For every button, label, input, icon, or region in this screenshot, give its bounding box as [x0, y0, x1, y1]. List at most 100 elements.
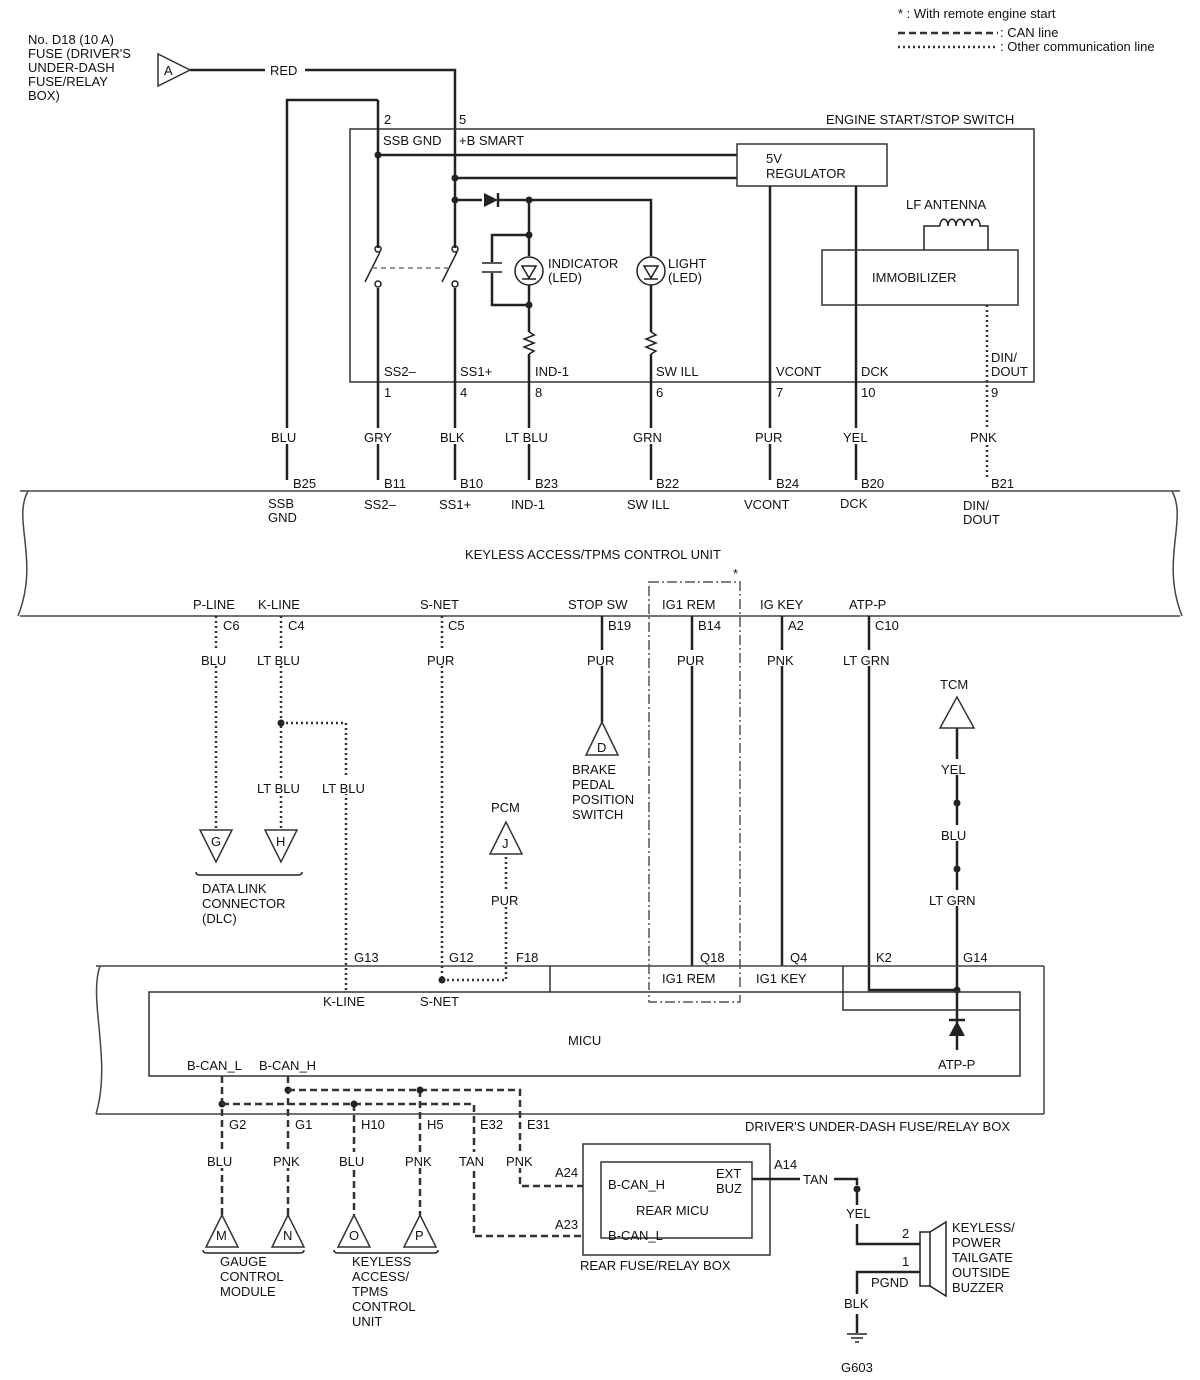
fuse-text-2: FUSE (DRIVER'S: [28, 46, 131, 61]
indicator-resistor-icon: [521, 331, 537, 355]
buzzer-label-4: OUTSIDE: [952, 1265, 1010, 1280]
dlc-label-1: DATA LINK: [202, 881, 267, 896]
keyless-control-unit: SSB GND SS2– SS1+ IND-1 SW ILL VCONT DCK…: [17, 490, 1183, 617]
fuse-text-4: FUSE/RELAY: [28, 74, 108, 89]
bcan-wire-e32: TAN: [459, 1154, 484, 1169]
indicator-led-icon: [514, 256, 544, 286]
micu-block: DRIVER'S UNDER-DASH FUSE/RELAY BOX G13 G…: [95, 950, 1045, 1134]
dlc-label-2: CONNECTOR: [202, 896, 286, 911]
micu-break-left: [95, 965, 103, 1115]
pin-b14: B14: [698, 618, 721, 633]
unit-pin-b21: B21: [991, 476, 1014, 491]
lf-antenna-coil-icon: [939, 218, 984, 227]
switch-pin-b-smart: +B SMART: [459, 133, 524, 148]
dlc-group: G H DATA LINK CONNECTOR (DLC): [195, 829, 303, 926]
unit-label-swill: SW ILL: [627, 497, 670, 512]
brake-label-1: BRAKE: [572, 762, 616, 777]
buzzer-wire-yel: YEL: [846, 1206, 871, 1221]
unit-pin-name-ig1rem: IG1 REM: [662, 597, 715, 612]
regulator-label-1: 5V: [766, 151, 782, 166]
fuse-text-1: No. D18 (10 A): [28, 32, 114, 47]
light-label-2: (LED): [668, 270, 702, 285]
rear-fuse-box: [582, 1143, 771, 1256]
unit-pin-b20: B20: [861, 476, 884, 491]
k-line-to-micu-wire: [281, 721, 348, 992]
tcm-triangle-icon: [938, 695, 976, 729]
bcan-wire-e31: PNK: [506, 1154, 533, 1169]
wire-color-gry: GRY: [364, 430, 392, 445]
switch-contact-1: [364, 251, 381, 283]
connector-o-label: O: [349, 1228, 359, 1243]
pin-c10: C10: [875, 618, 899, 633]
micu-pin-k2: K2: [876, 950, 892, 965]
unit-pin-b23: B23: [535, 476, 558, 491]
switch-pin-5: 5: [459, 112, 466, 127]
gauge-label-1: GAUGE: [220, 1254, 267, 1269]
pin-num-9: 9: [991, 385, 998, 400]
ssb-gnd-wire: [285, 98, 378, 480]
unit-pin-name-stopsw: STOP SW: [568, 597, 628, 612]
bcan-wire-h5: PNK: [405, 1154, 432, 1169]
micu-label-kline: K-LINE: [323, 994, 365, 1009]
bcan-wire-g2: BLU: [207, 1154, 232, 1169]
wire-color-tcm-ltgrn: LT GRN: [929, 893, 975, 908]
connector-h-label: H: [276, 834, 285, 849]
switch-wire-colors: BLU GRY BLK LT BLU GRN PUR YEL PNK B25 B…: [268, 428, 1014, 491]
pin-c4: C4: [288, 618, 305, 633]
unit-label-dck: DCK: [840, 496, 868, 511]
bcan-wire-h10: BLU: [339, 1154, 364, 1169]
unit-pin-name-snet: S-NET: [420, 597, 459, 612]
fuse-feed-wire: [305, 68, 457, 206]
pin-num-10: 10: [861, 385, 875, 400]
rear-pin-a23: A23: [555, 1217, 578, 1232]
keyless2-bracket: [333, 1249, 439, 1254]
pcm-group: PCM J: [488, 800, 524, 855]
bcan-wire-g1: PNK: [273, 1154, 300, 1169]
rear-label-bcan-l: B-CAN_L: [608, 1228, 663, 1243]
light-resistor-icon: [643, 331, 659, 355]
unit-pin-b10: B10: [460, 476, 483, 491]
micu-title: MICU: [568, 1033, 601, 1048]
remote-start-region: [648, 581, 741, 1003]
pin-label-din-1: DIN/: [991, 350, 1017, 365]
micu-pin-q4: Q4: [790, 950, 807, 965]
pin-b19: B19: [608, 618, 631, 633]
atp-p-wire: [867, 616, 957, 992]
unit-pin-name-igkey: IG KEY: [760, 597, 804, 612]
pin-label-vcont: VCONT: [776, 364, 822, 379]
wire-color-igkey: PNK: [767, 653, 794, 668]
rear-micu-title: REAR MICU: [636, 1203, 709, 1218]
bcan-pin-h10: H10: [361, 1117, 385, 1132]
pin-label-ss1: SS1+: [460, 364, 492, 379]
keyless2-group: O P KEYLESS ACCESS/ TPMS CONTROL UNIT: [333, 1213, 439, 1329]
keyless-unit-pins: C6 C4 C5 B19 B14 A2 C10: [223, 618, 899, 633]
pin-num-4: 4: [460, 385, 467, 400]
micu-label-bcan-h: B-CAN_H: [259, 1058, 316, 1073]
buzzer-label-3: TAILGATE: [952, 1250, 1013, 1265]
unit-pin-b25: B25: [293, 476, 316, 491]
wire-color-snet: PUR: [427, 653, 454, 668]
pin-label-din-2: DOUT: [991, 364, 1028, 379]
tcm-title: TCM: [940, 677, 968, 692]
buzzer-pgnd: PGND: [871, 1275, 909, 1290]
micu-label-snet: S-NET: [420, 994, 459, 1009]
indicator-label-2: (LED): [548, 270, 582, 285]
micu-label-ig1rem: IG1 REM: [662, 971, 715, 986]
rear-label-bcan-h: B-CAN_H: [608, 1177, 665, 1192]
wire-color-yel: YEL: [843, 430, 868, 445]
pin-c5: C5: [448, 618, 465, 633]
keyless2-label-2: ACCESS/: [352, 1269, 409, 1284]
rear-micu-group: REAR FUSE/RELAY BOX REAR MICU A24 A23 B-…: [555, 1143, 861, 1273]
rear-micu-box: [600, 1161, 753, 1239]
wire-color-lt-blu: LT BLU: [505, 430, 548, 445]
keyless2-label-5: UNIT: [352, 1314, 382, 1329]
brake-switch-group: D BRAKE PEDAL POSITION SWITCH: [572, 720, 634, 822]
pin-num-7: 7: [776, 385, 783, 400]
wire-color-pcm: PUR: [491, 893, 518, 908]
micu-label-bcan-l: B-CAN_L: [187, 1058, 242, 1073]
connector-g-icon: [198, 829, 234, 864]
fuse-block: No. D18 (10 A) FUSE (DRIVER'S UNDER-DASH…: [28, 32, 457, 206]
bcan-pin-e31: E31: [527, 1117, 550, 1132]
buzzer-group: YEL 2 1 PGND BLK G603 KEYLESS/ POWER TAI…: [841, 1192, 1015, 1375]
bcan-h-wire: [288, 1088, 583, 1188]
